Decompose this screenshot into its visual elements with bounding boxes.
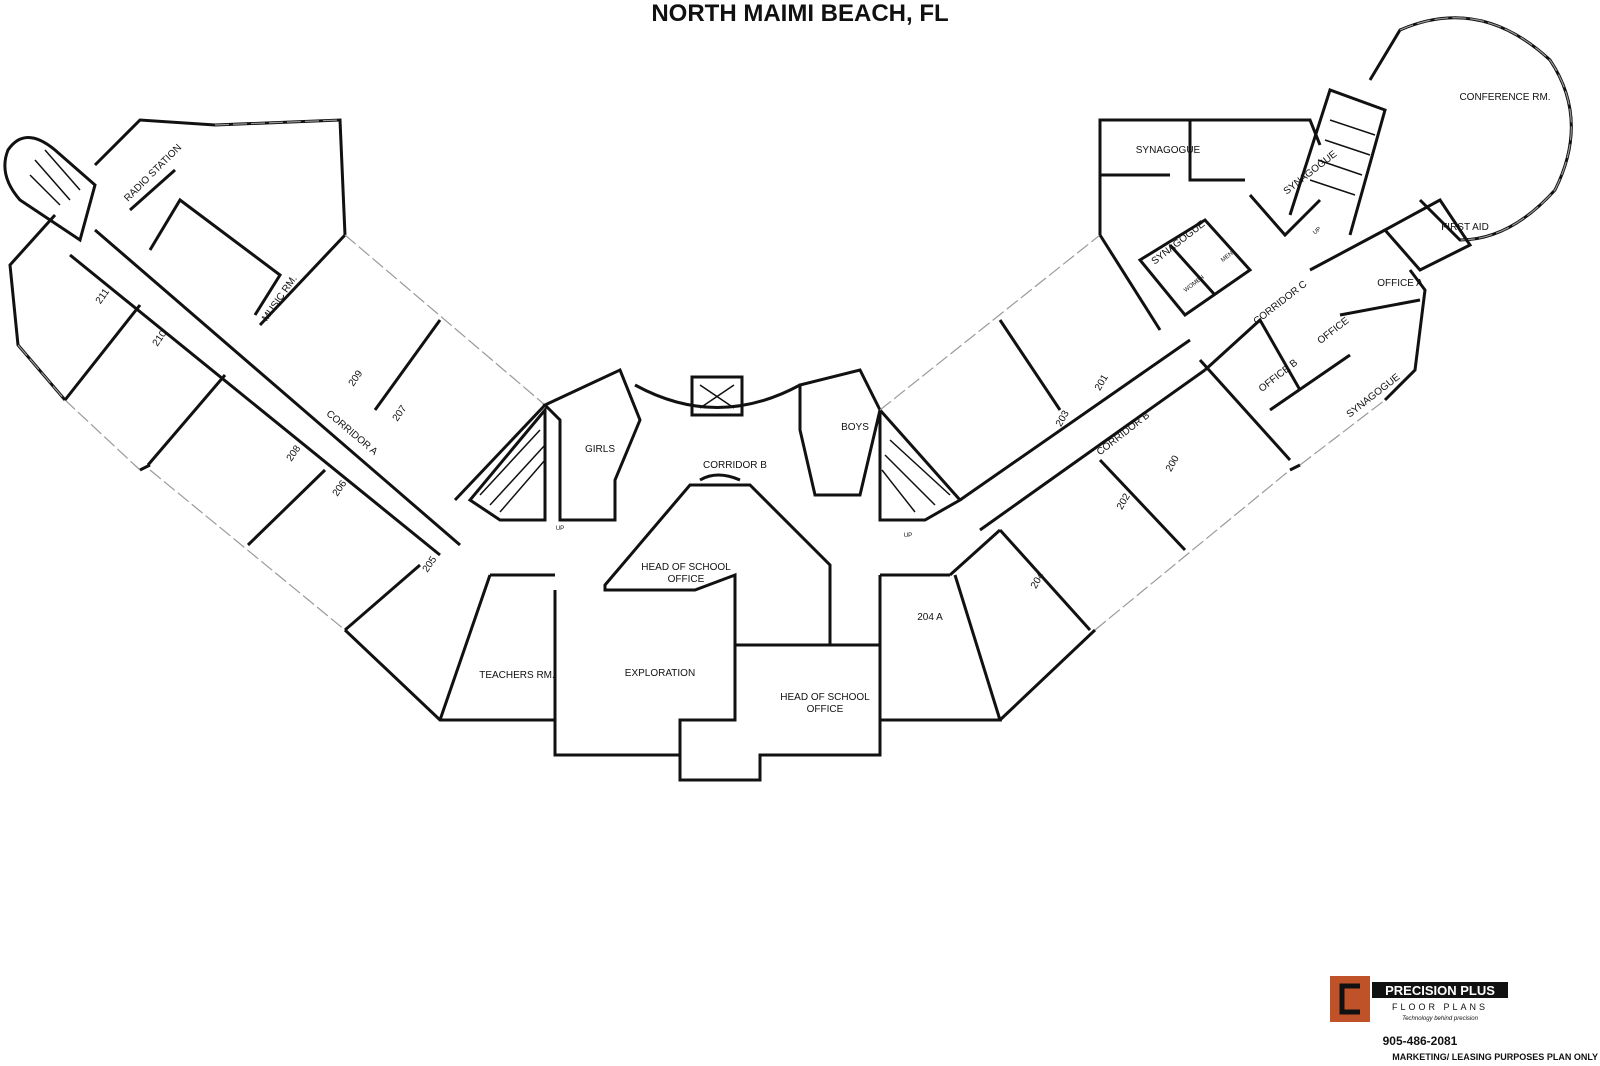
label-synagogue-2: SYNAGOGUE bbox=[1282, 149, 1340, 198]
label-200: 200 bbox=[1164, 453, 1182, 473]
corridor-a-south-wall bbox=[69, 253, 441, 557]
label-up-3: UP bbox=[1312, 226, 1322, 236]
boys-washroom bbox=[798, 368, 882, 497]
east-wall bbox=[1383, 269, 1427, 402]
precision-plus-logo: PRECISION PLUS FLOOR PLANS Technology be… bbox=[1330, 976, 1510, 1026]
label-corridor-c: CORRIDOR C bbox=[1252, 279, 1310, 327]
label-207: 207 bbox=[391, 403, 410, 423]
label-men: MEN bbox=[1220, 251, 1234, 264]
label-women: WOMEN bbox=[1183, 275, 1205, 294]
disclaimer-note: MARKETING/ LEASING PURPOSES PLAN ONLY bbox=[1392, 1052, 1598, 1062]
stairs-center-left bbox=[467, 405, 547, 522]
logo-tagline: Technology behind precision bbox=[1402, 1016, 1478, 1022]
stairs-east bbox=[1288, 88, 1387, 236]
synagogue-block bbox=[1098, 118, 1322, 235]
label-202: 202 bbox=[1115, 491, 1133, 511]
label-head-of-school-2-office: OFFICE bbox=[807, 704, 844, 715]
label-head-of-school-2: HEAD OF SCHOOL bbox=[780, 692, 870, 703]
label-conference-rm: CONFERENCE RM. bbox=[1459, 92, 1550, 103]
label-205: 205 bbox=[421, 554, 440, 574]
room-labels: RADIO STATION MUSIC RM. 211 210 209 208 … bbox=[94, 92, 1551, 715]
logo-name: PRECISION PLUS bbox=[1385, 983, 1495, 998]
elevator bbox=[690, 375, 744, 417]
label-211: 211 bbox=[94, 287, 112, 307]
left-wing bbox=[3, 118, 555, 722]
label-synagogue-1: SYNAGOGUE bbox=[1136, 145, 1201, 156]
corridor-b-south-wall bbox=[979, 368, 1206, 532]
north-wall-left bbox=[93, 118, 347, 236]
washrooms-right bbox=[1137, 218, 1253, 318]
corridor-a-north-wall bbox=[94, 228, 461, 547]
stair-tower-left bbox=[3, 136, 97, 243]
teachers-room-wall bbox=[438, 574, 492, 721]
logo-square bbox=[1330, 976, 1370, 1022]
label-head-of-school-1-office: OFFICE bbox=[668, 574, 705, 585]
phone-number: 905-486-2081 bbox=[1382, 1034, 1458, 1048]
label-204: 204 bbox=[1029, 570, 1047, 590]
label-office-b: OFFICE B bbox=[1257, 357, 1300, 394]
label-201: 201 bbox=[1093, 372, 1111, 392]
stair-treads-left bbox=[29, 149, 81, 206]
label-office: OFFICE bbox=[1316, 315, 1352, 346]
label-synagogue-4: SYNAGOGUE bbox=[1345, 372, 1403, 421]
label-office-a: OFFICE A bbox=[1377, 278, 1423, 289]
logo-mark: PRECISION PLUS FLOOR PLANS Technology be… bbox=[1330, 976, 1508, 1022]
music-room-walls bbox=[148, 197, 283, 316]
label-up-2: UP bbox=[904, 533, 912, 539]
label-first-aid: FIRST AID bbox=[1441, 222, 1489, 233]
label-209: 209 bbox=[347, 368, 366, 388]
label-head-of-school-1: HEAD OF SCHOOL bbox=[641, 562, 731, 573]
right-wing bbox=[879, 16, 1573, 722]
corridor-b-north-arc bbox=[634, 383, 801, 409]
label-teachers-rm: TEACHERS RM. bbox=[479, 670, 555, 681]
stairs-center-right bbox=[878, 406, 963, 522]
label-corridor-b-right: CORRIDOR B bbox=[1095, 410, 1152, 458]
first-aid-room bbox=[1382, 198, 1473, 272]
label-corridor-b-center: CORRIDOR B bbox=[703, 460, 767, 471]
label-synagogue-3: SYNAGOGUE bbox=[1150, 219, 1208, 268]
label-206: 206 bbox=[331, 478, 350, 498]
logo-subname: FLOOR PLANS bbox=[1392, 1002, 1488, 1012]
exploration-room bbox=[553, 590, 680, 757]
label-boys: BOYS bbox=[841, 422, 869, 433]
corridor-b-north-wall bbox=[959, 338, 1191, 502]
label-208: 208 bbox=[285, 443, 304, 463]
room-204a-wall bbox=[880, 574, 1003, 722]
label-girls: GIRLS bbox=[585, 444, 615, 455]
label-up-1: UP bbox=[556, 526, 564, 532]
girls-washroom bbox=[542, 367, 642, 522]
label-204a: 204 A bbox=[917, 612, 943, 623]
west-wall bbox=[8, 213, 67, 401]
label-radio-station: RADIO STATION bbox=[122, 142, 184, 204]
plan-title: NORTH MAIMI BEACH, FL bbox=[651, 0, 949, 27]
center-block bbox=[438, 367, 1003, 782]
conference-room bbox=[1368, 16, 1573, 242]
label-exploration: EXPLORATION bbox=[625, 668, 695, 679]
label-210: 210 bbox=[151, 328, 170, 348]
